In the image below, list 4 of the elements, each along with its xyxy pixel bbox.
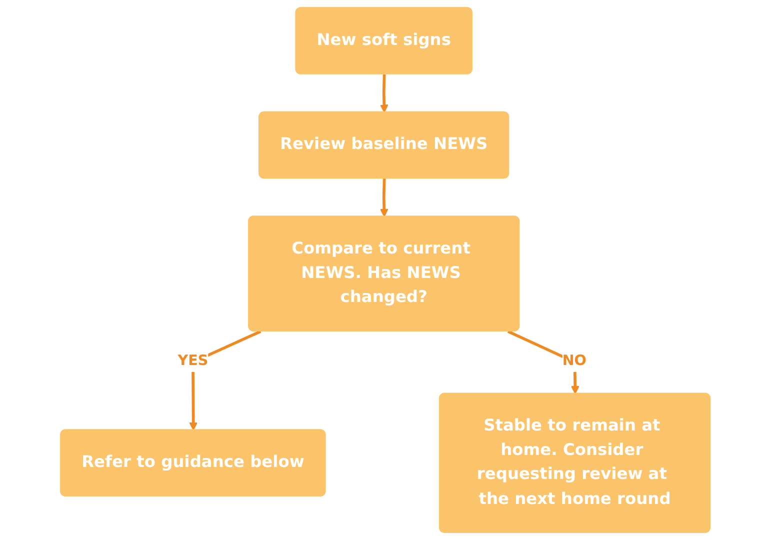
arrow — [380, 178, 389, 218]
arrow — [380, 74, 389, 113]
edge-label: YES — [178, 352, 208, 370]
edge-label: NO — [562, 352, 587, 370]
